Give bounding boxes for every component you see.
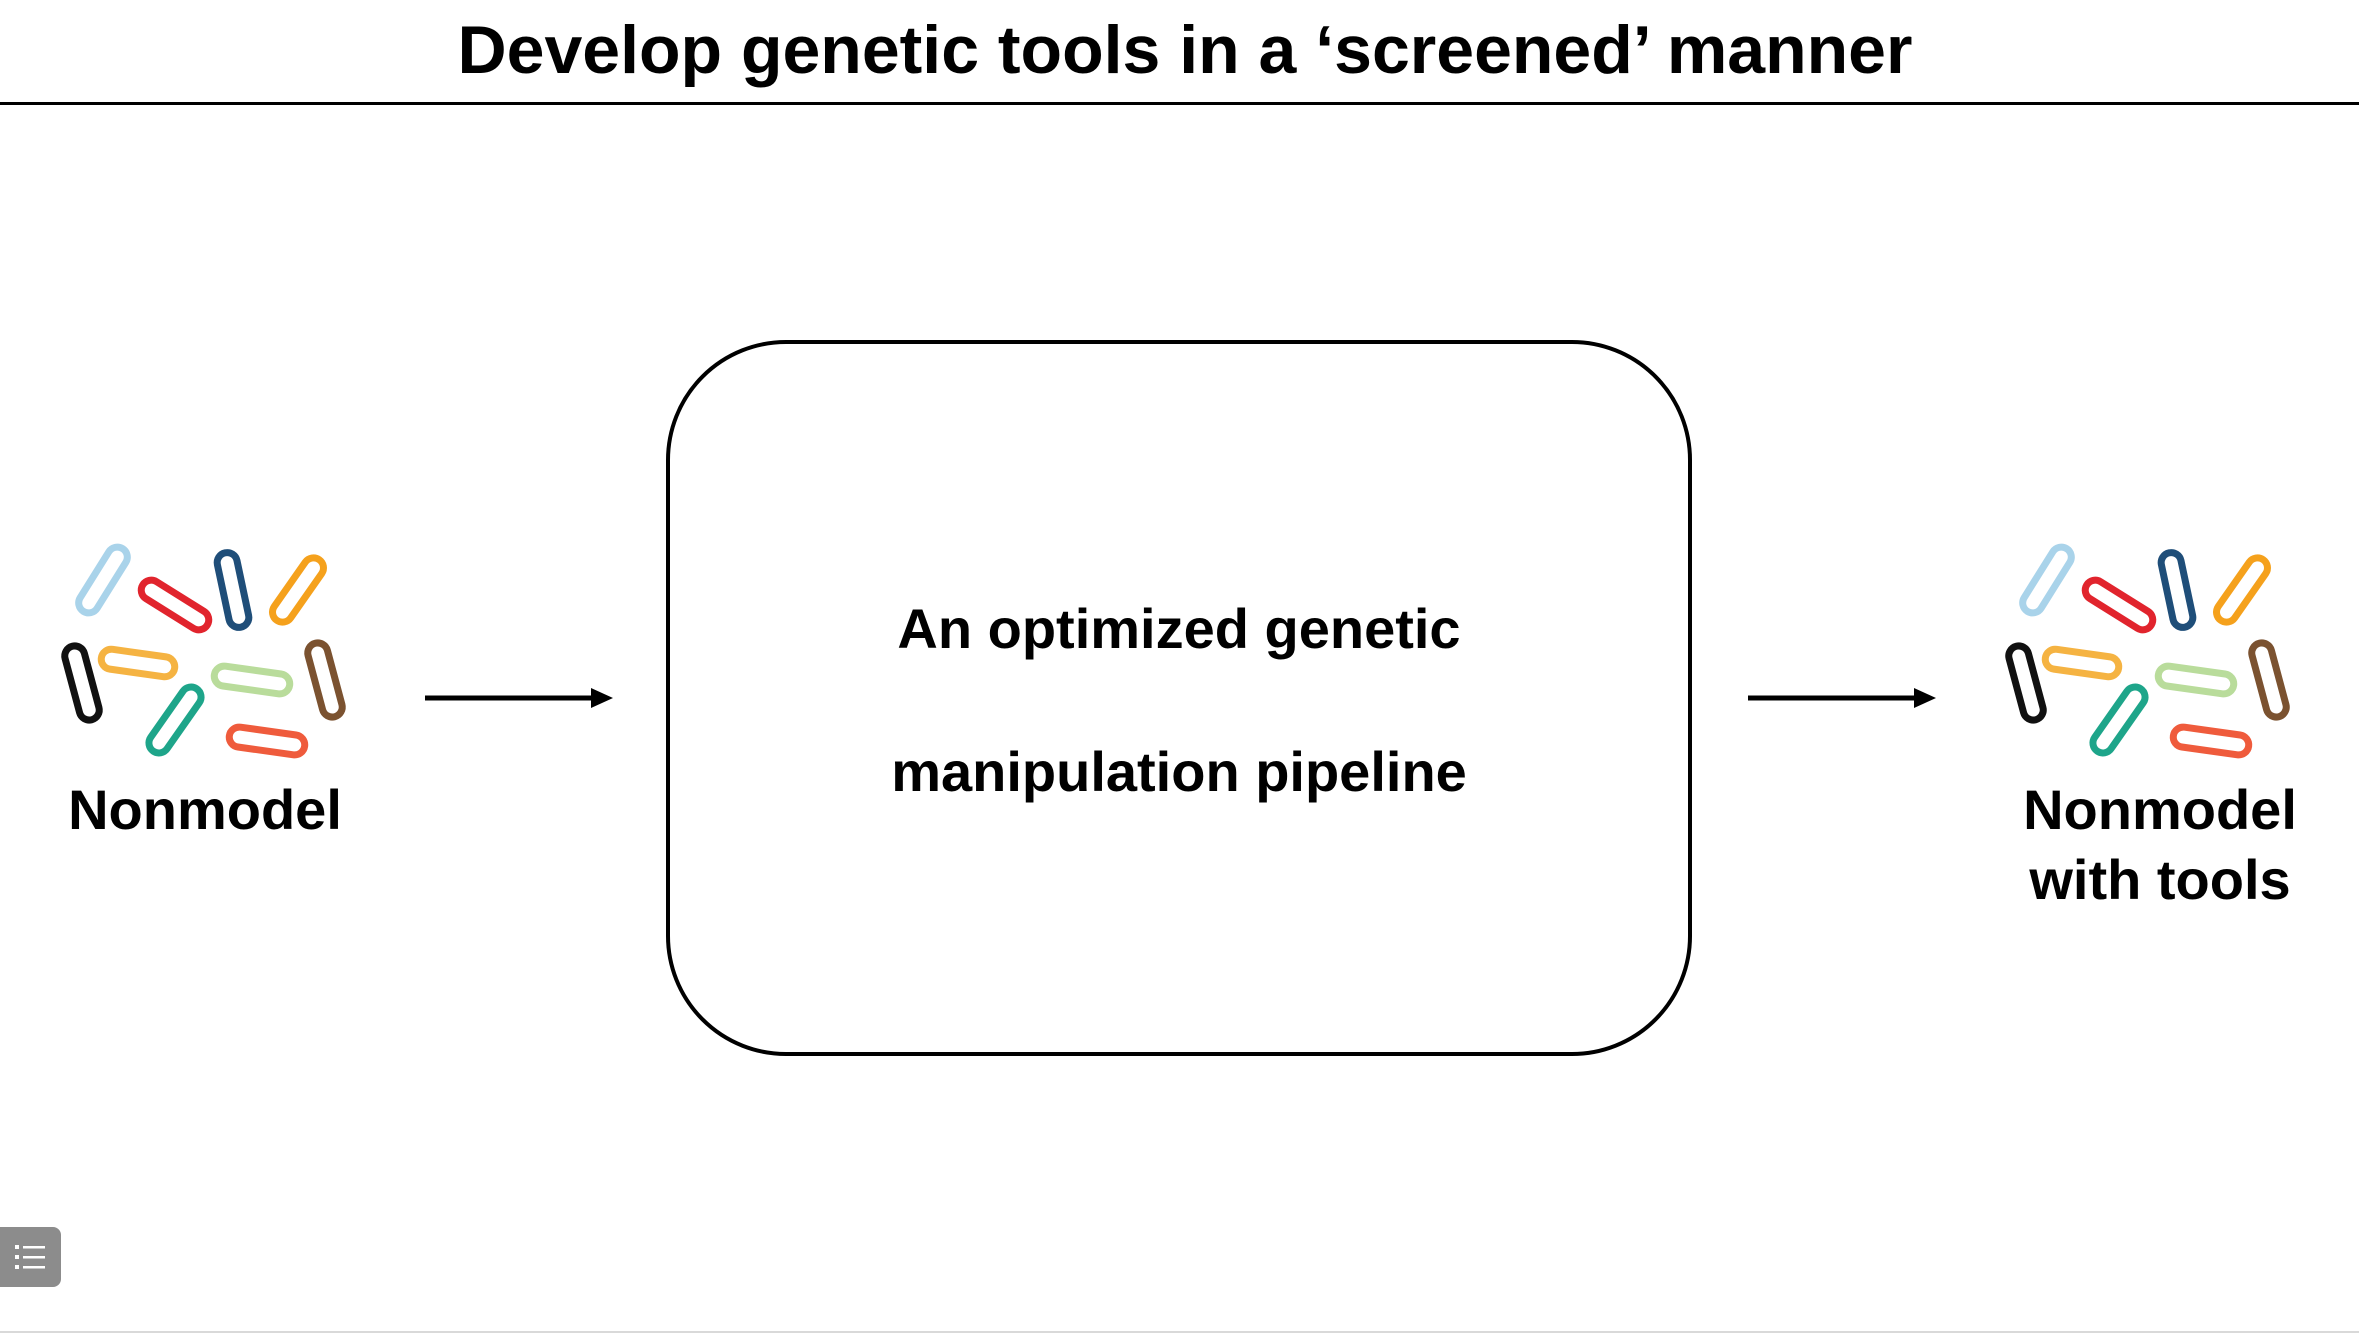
bacterium-brown <box>304 639 346 721</box>
bacterium-brown <box>2248 639 2290 721</box>
bacterium-black <box>61 642 103 724</box>
pipeline-text-line: manipulation pipeline <box>891 740 1467 803</box>
bacterium-light-orange <box>2041 645 2123 681</box>
bacterium-orange <box>269 554 327 626</box>
bacterium-coral <box>2169 723 2253 759</box>
bacterium-navy <box>213 549 253 631</box>
bacterium-light-blue <box>75 543 131 617</box>
arrow-right-icon <box>425 688 613 708</box>
bacteria-cluster-output-icon <box>2005 543 2290 759</box>
bacteria-cluster-input-icon <box>61 543 346 759</box>
output-label-line: Nonmodel <box>2023 778 2297 841</box>
bacterium-navy <box>2157 549 2197 631</box>
bacterium-red <box>2081 576 2157 634</box>
bacterium-teal <box>145 683 205 757</box>
bacterium-orange <box>2213 554 2271 626</box>
output-label: Nonmodel with tools <box>1965 775 2355 915</box>
bacterium-light-orange <box>97 645 179 681</box>
bacterium-black <box>2005 642 2047 724</box>
bacterium-red <box>137 576 213 634</box>
bottom-divider <box>0 1331 2359 1333</box>
arrow-right-icon <box>1748 688 1936 708</box>
bacterium-light-green <box>210 662 294 698</box>
input-label: Nonmodel <box>68 778 342 841</box>
pipeline-box: An optimized genetic manipulation pipeli… <box>666 340 1692 1056</box>
bacterium-teal <box>2089 683 2149 757</box>
outline-toggle-button[interactable] <box>0 1227 61 1287</box>
output-label-line: with tools <box>2029 848 2291 911</box>
list-icon <box>14 1245 45 1269</box>
bacterium-light-blue <box>2019 543 2075 617</box>
bacterium-light-green <box>2154 662 2238 698</box>
pipeline-text-line: An optimized genetic <box>897 597 1461 660</box>
bacterium-coral <box>225 723 309 759</box>
slide-title: Develop genetic tools in a ‘screened’ ma… <box>457 12 1913 88</box>
title-divider <box>0 102 2359 105</box>
